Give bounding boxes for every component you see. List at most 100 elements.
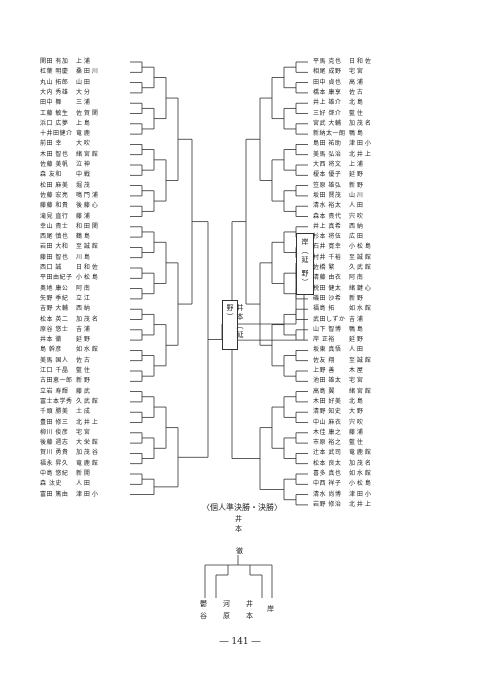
player-school: 大 分 bbox=[76, 88, 90, 96]
right-player-row: 武田しずか吉 浦 bbox=[313, 315, 399, 325]
player-name: 橋本 康享 bbox=[313, 88, 342, 96]
right-player-row: 木佳 康之藤 浦 bbox=[313, 428, 399, 438]
player-school: 延 野 bbox=[76, 336, 90, 344]
right-bracket-names: 平馬 克也日 和 佐相尾 成野宅 宮田中 貞也高 浦橋本 康享佐 古井上 雄介北… bbox=[313, 57, 403, 547]
right-player-row: 税田 健太緒 鍵 心 bbox=[313, 284, 399, 294]
player-name: 中西 祥子 bbox=[313, 480, 342, 488]
player-name: 木田 智也 bbox=[40, 150, 69, 158]
right-player-row: 清藤 由衣阿 南 bbox=[313, 273, 399, 283]
player-school: 日 和 佐 bbox=[349, 58, 371, 65]
player-school: 泣 神 bbox=[76, 161, 90, 168]
player-name: 佐橋 繁 bbox=[313, 264, 335, 271]
left-player-row: 田中 舞三 浦 bbox=[40, 98, 126, 108]
player-name: 古田恵一郎 bbox=[40, 377, 73, 385]
player-school: 人 田 bbox=[349, 202, 363, 210]
player-school: 西 納 bbox=[76, 305, 90, 313]
right-player-row: 清野 知史大 野 bbox=[313, 407, 399, 417]
player-school: 小 松 島 bbox=[349, 480, 371, 488]
right-player-row: 笠原 雄弘新 野 bbox=[313, 181, 399, 191]
player-name: 豊田 修三 bbox=[40, 418, 69, 426]
player-school: 北 島 bbox=[349, 397, 363, 405]
right-player-row: 三好 啓介藍 住 bbox=[313, 109, 399, 119]
right-player-row: 清水 裕太人 田 bbox=[313, 201, 399, 211]
left-player-row: 森 汰史人 田 bbox=[40, 479, 126, 489]
player-name: 坂東 真悟 bbox=[313, 346, 342, 354]
right-player-row: 井上 真希西 納 bbox=[313, 222, 399, 232]
player-school: 土 成 bbox=[76, 408, 90, 416]
center-winner-box: 井本（延 野） bbox=[222, 300, 244, 350]
player-name: 宮武 大輔 bbox=[313, 119, 342, 127]
player-name: 佐藤 宏亮 bbox=[40, 191, 69, 199]
player-school: 吉 浦 bbox=[76, 325, 90, 333]
player-name: 井本 徹 bbox=[40, 336, 62, 344]
left-player-row: 大内 秀雄大 分 bbox=[40, 88, 126, 98]
final-name-4a: 岸 bbox=[267, 605, 274, 613]
player-name: 奥地 康公 bbox=[40, 284, 69, 292]
right-player-row: 岩野 修治北 井 上 bbox=[313, 500, 399, 510]
player-name: 磯田 沙希 bbox=[313, 294, 342, 302]
player-name: 井上 雄介 bbox=[313, 99, 342, 107]
player-school: 藤 武 bbox=[76, 387, 90, 395]
final-name-1b: 谷 bbox=[200, 612, 207, 620]
right-player-row: 中西 祥子小 松 島 bbox=[313, 479, 399, 489]
right-player-row: 中山 麻衣宍 吹 bbox=[313, 418, 399, 428]
left-player-row: 十井田健介竜 鹿 bbox=[40, 129, 126, 139]
player-name: 村井 千裕 bbox=[313, 253, 342, 261]
player-name: 滝見 直行 bbox=[40, 212, 69, 220]
right-player-row: 石井 寛幸小 松 島 bbox=[313, 242, 399, 252]
player-name: 岩田 大和 bbox=[40, 243, 69, 251]
player-school: 宅 宮 bbox=[349, 68, 363, 76]
player-school: 藍 住 bbox=[76, 367, 90, 374]
left-player-row: 関田 有加上 浦 bbox=[40, 57, 126, 67]
player-school: 至 誠 館 bbox=[349, 356, 371, 364]
player-school: 緒 鍵 心 bbox=[349, 284, 371, 292]
player-name: 中島 悠紀 bbox=[40, 470, 69, 477]
left-player-row: 中島 悠紀新 開 bbox=[40, 469, 126, 479]
player-name: 杠葉 明慶 bbox=[40, 68, 69, 76]
player-name: 島田 祐助 bbox=[313, 140, 342, 148]
player-school: 延 野 bbox=[349, 336, 363, 344]
player-school: 加 茂 名 bbox=[349, 119, 371, 127]
left-bracket-names: 関田 有加上 浦杠葉 明慶桑 田 川丸山 拓郎山 田大内 秀雄大 分田中 舞三 … bbox=[40, 57, 126, 537]
right-player-row: 榎本 優子延 野 bbox=[313, 170, 399, 180]
left-player-row: 藤田 智也川 島 bbox=[40, 253, 126, 263]
page-number: ― 141 ― bbox=[219, 637, 261, 647]
player-school: 新 野 bbox=[349, 294, 363, 302]
player-school: 加 茂 谷 bbox=[76, 449, 98, 457]
player-name: 平田由紀子 bbox=[40, 274, 73, 282]
player-name: 佐友 翔 bbox=[313, 356, 335, 364]
player-name: 松本 英二 bbox=[40, 315, 69, 323]
player-name: 佐藤 美帆 bbox=[40, 161, 69, 168]
player-school: 加 茂 名 bbox=[76, 315, 98, 323]
right-player-row: 大西 将文上 浦 bbox=[313, 160, 399, 170]
player-name: 富田 篤由 bbox=[40, 490, 69, 498]
player-name: 榎本 優子 bbox=[313, 171, 342, 179]
player-name: 田中 貞也 bbox=[313, 78, 342, 86]
right-player-row: 坂田 賢茂山 川 bbox=[313, 191, 399, 201]
right-player-row: 島田 祐助津 田 小 bbox=[313, 139, 399, 149]
player-name: 十井田健介 bbox=[40, 130, 73, 138]
right-player-row: 池田 雄太宅 宮 bbox=[313, 376, 399, 386]
left-player-row: 丸山 拓郎山 田 bbox=[40, 78, 126, 88]
final-name-3a: 井 bbox=[246, 600, 253, 608]
left-player-row: 森 友和中 戦 bbox=[40, 170, 126, 180]
player-school: 宅 宮 bbox=[76, 428, 90, 436]
player-school: 如 水 館 bbox=[349, 305, 371, 313]
player-name: 新納太一朗 bbox=[313, 130, 346, 138]
left-player-row: 木田 智也緒 宮 館 bbox=[40, 150, 126, 160]
final-name-2a: 河 bbox=[223, 600, 230, 608]
right-player-row: 新納太一朗鴨 島 bbox=[313, 129, 399, 139]
left-player-row: 矢野 季紀立 江 bbox=[40, 294, 126, 304]
player-school: 大 吹 bbox=[76, 140, 90, 148]
player-school: 鳴 門 浦 bbox=[76, 191, 98, 199]
right-player-row: 上野 善木 屋 bbox=[313, 366, 399, 376]
player-name: 幸山 貴士 bbox=[40, 222, 69, 230]
player-school: 吉 浦 bbox=[349, 315, 363, 323]
player-school: 川 島 bbox=[76, 253, 90, 261]
player-name: 大西 将文 bbox=[313, 161, 342, 168]
player-school: 木 屋 bbox=[349, 367, 363, 374]
player-school: 阿 南 bbox=[349, 274, 363, 282]
player-school: 津 田 小 bbox=[76, 490, 98, 498]
player-name: 柳川 俊彦 bbox=[40, 428, 69, 436]
